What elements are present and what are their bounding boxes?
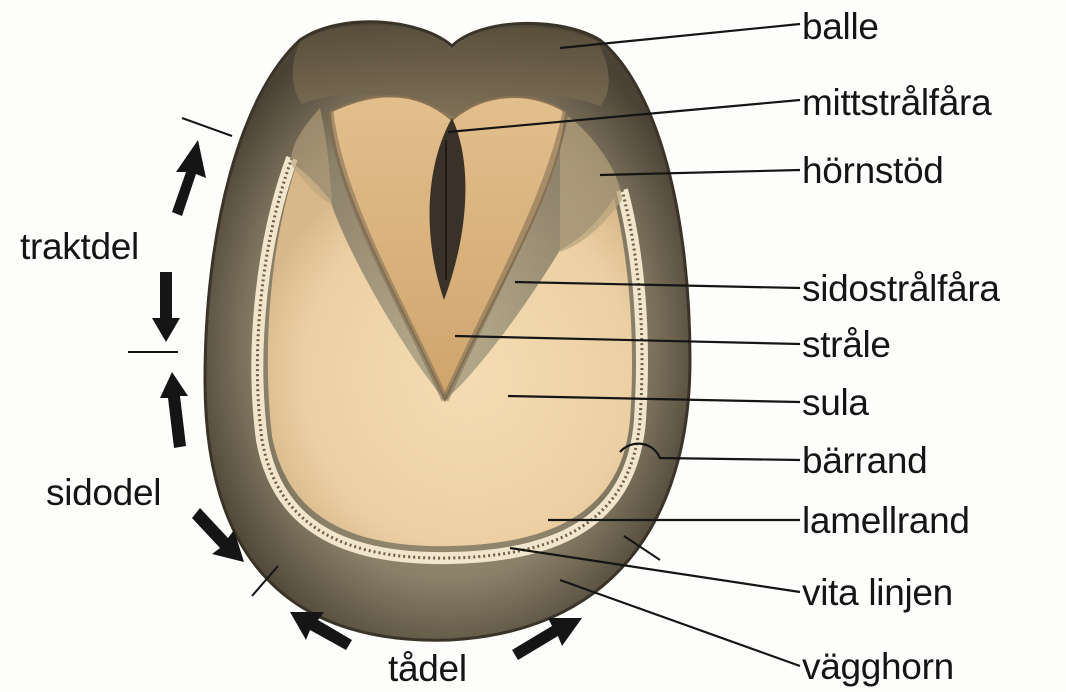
- label-vitalinjen: vita linjen: [802, 574, 953, 611]
- label-sidodel: sidodel: [46, 474, 161, 511]
- label-hornstod: hörnstöd: [802, 152, 944, 189]
- label-sidostralfara: sidostrålfåra: [802, 270, 1000, 307]
- arrow-icon: [160, 372, 188, 448]
- label-strale: stråle: [802, 326, 891, 363]
- label-lamellrand: lamellrand: [802, 502, 970, 539]
- label-traktdel: traktdel: [20, 228, 139, 265]
- label-barrand: bärrand: [802, 442, 927, 479]
- label-mittstralfara: mittstrålfåra: [802, 84, 991, 121]
- arrow-icon: [152, 272, 180, 342]
- label-balle: balle: [802, 8, 879, 45]
- label-vagghorn: vägghorn: [802, 648, 954, 685]
- arrow-icon: [172, 140, 206, 216]
- label-sula: sula: [802, 384, 869, 421]
- label-tadel: tådel: [388, 650, 467, 687]
